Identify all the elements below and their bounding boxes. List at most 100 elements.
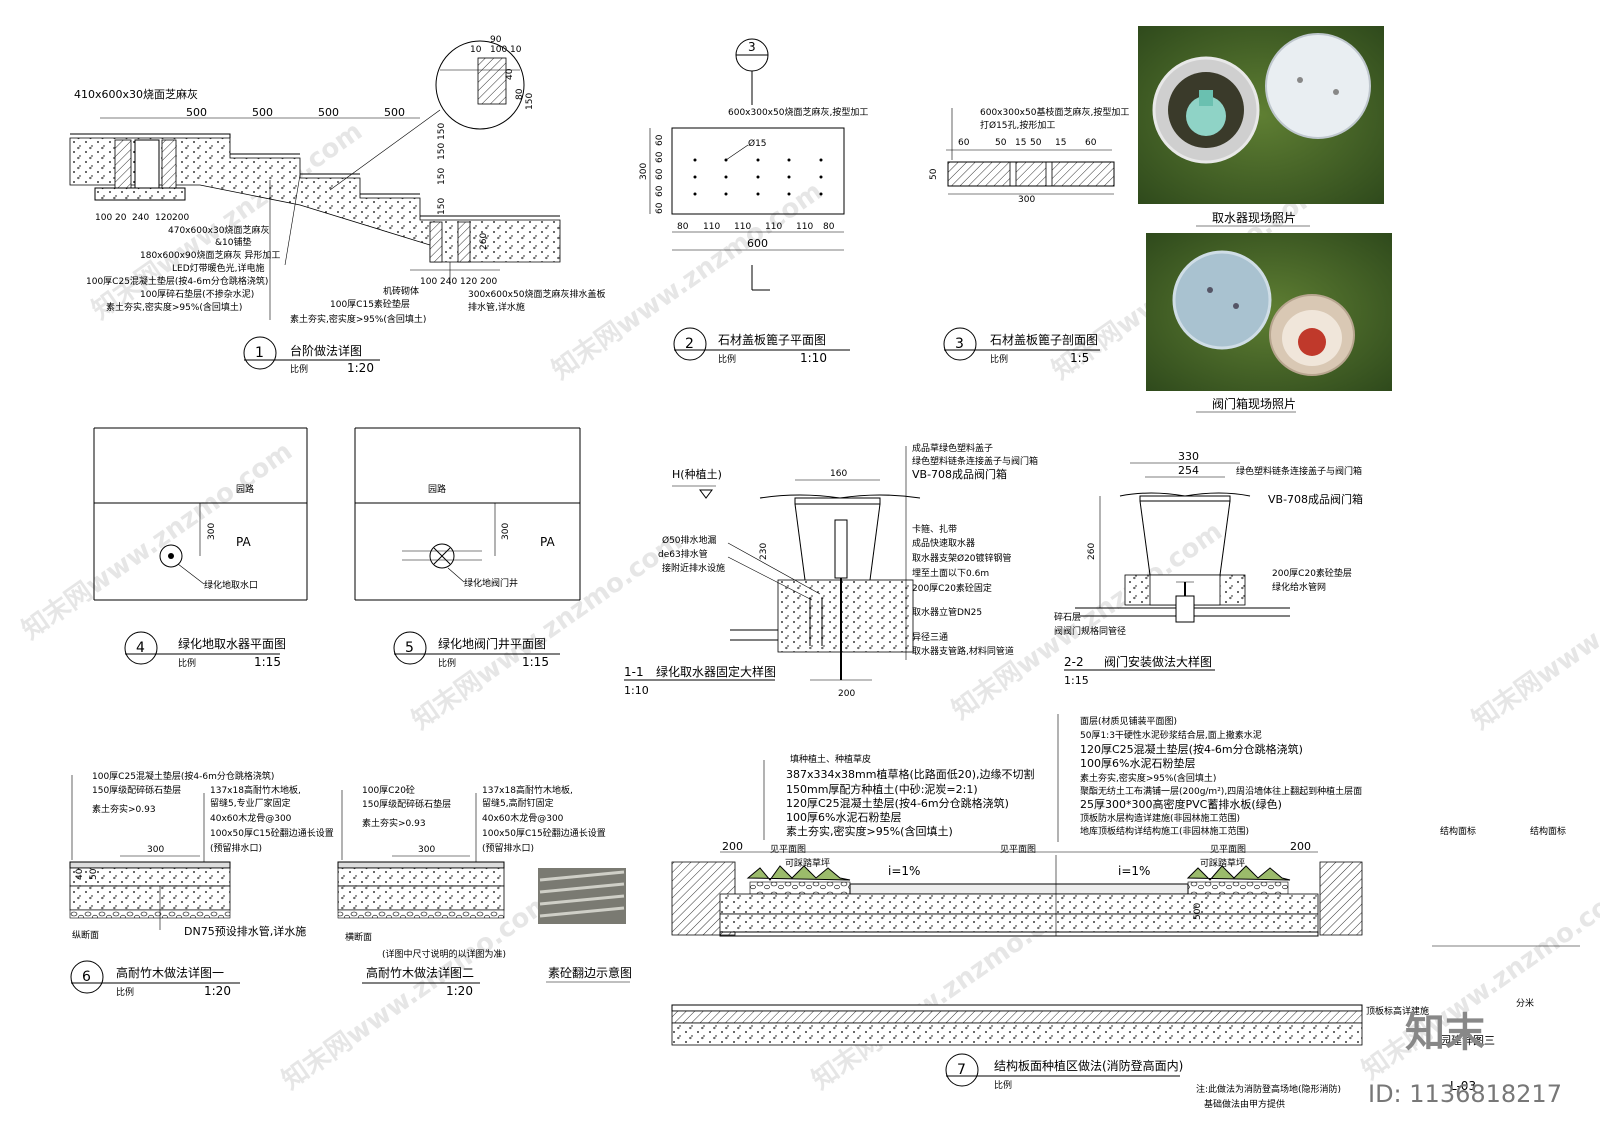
- d6-note-r: 100x50厚C15砼翻边通长设置: [210, 827, 334, 839]
- photo-valve-box: 阀门箱现场照片: [1146, 233, 1392, 413]
- d2-dim-h: 110: [703, 222, 720, 232]
- d7-scale-label: 比例: [994, 1079, 1012, 1091]
- d1-note: 470x600x30烧面芝麻灰: [168, 224, 269, 236]
- d1-dim: 260: [479, 233, 489, 250]
- d11-label: 绿色塑料链条连接盖子与阀门箱: [912, 455, 1038, 467]
- d6b-note-r: 40x60木龙骨@300: [482, 812, 564, 824]
- d1-dim: 40: [505, 68, 515, 80]
- d7-note-r: 100厚6%水泥石粉垫层: [1080, 756, 1195, 770]
- d1-dim: 80: [515, 88, 525, 100]
- d6-note-r: 40x60木龙骨@300: [210, 812, 292, 824]
- d3-title: 石材盖板篦子剖面图: [990, 332, 1098, 347]
- d11-number: 1-1: [624, 665, 644, 679]
- brand-id: ID: 1136818217: [1368, 1080, 1562, 1108]
- d1-note: 180x600x90烧面芝麻灰 异形加工: [140, 249, 280, 261]
- d1-note: 机砖砌体: [383, 285, 419, 297]
- detail-6-bamboo-1: 100厚C25混凝土垫层(按4-6m分仓跳格浇筑) 150厚级配碎砾石垫层 素土…: [69, 770, 334, 998]
- d2-dim-v: 60: [655, 134, 665, 146]
- d22-title: 阀门安装做法大样图: [1104, 654, 1212, 669]
- d7-slope: i=1%: [1118, 864, 1150, 878]
- d6-note-r: 137x18高耐竹木地板,: [210, 784, 301, 796]
- detail-4-outlet-plan: 园路 300 PA 绿化地取水口 4 绿化地取水器平面图 比例 1:15: [93, 427, 308, 669]
- d1-dim: 150: [437, 198, 447, 215]
- d5-number: 5: [405, 640, 414, 656]
- d6b-note-r: 100x50厚C15砼翻边通长设置: [482, 827, 606, 839]
- d7-note-r: 50厚1:3干硬性水泥砂浆结合层,面上撒素水泥: [1080, 729, 1262, 741]
- d6b-note-r: 留缝5,高耐钉固定: [482, 797, 554, 809]
- d22-dim: 260: [1087, 543, 1097, 560]
- d1-note: &10铺垫: [215, 236, 251, 248]
- d1-dim: 500: [318, 106, 339, 119]
- d3-dim: 15: [1015, 138, 1026, 148]
- d1-dim: 500: [384, 106, 405, 119]
- d2-dim-h: 110: [734, 222, 751, 232]
- detail-5-valve-plan: 园路 300 PA 绿化地阀门井 5 绿化地阀门井平面图 比例 1:15: [354, 427, 581, 669]
- d1-note: 100厚碎石垫层(不掺杂水泥): [140, 288, 254, 300]
- watermark: 知末网www.znzmo.com: [17, 436, 298, 645]
- d7-dim-v: 500: [1193, 903, 1203, 920]
- d2-dim-v: 60: [655, 151, 665, 163]
- d7-road: 见平面图: [1000, 844, 1036, 855]
- d22-scale: 1:15: [1064, 674, 1089, 687]
- d7-grass: 可踩踏草坪: [785, 857, 830, 869]
- d1-dim: 200: [480, 277, 497, 287]
- d6-dim: 300: [147, 845, 164, 855]
- d7-road: 见平面图: [1210, 844, 1246, 855]
- d5-label: 绿化地阀门井: [464, 577, 518, 589]
- d11-scale: 1:10: [624, 684, 649, 697]
- d7-note-l: 120厚C25混凝土垫层(按4-6m分仓跳格浇筑): [786, 796, 1009, 810]
- d7-note-l: 150mm厚配方种植土(中砂:泥炭=2:1): [786, 782, 978, 796]
- d3-dim: 15: [1055, 138, 1066, 148]
- d4-label: 绿化地取水口: [204, 579, 258, 591]
- d6-pipe: DN75预设排水管,详水施: [184, 924, 306, 938]
- d6b-note-r: (预留排水口): [482, 842, 534, 854]
- d4-road: 园路: [236, 483, 254, 495]
- d5-road: 园路: [428, 483, 446, 495]
- watermark: 知末网www.znzmo.com: [1467, 526, 1600, 735]
- title-top: 结构面标: [1530, 825, 1566, 837]
- d1-note: 100厚C25混凝土垫层(按4-6m分仓跳格浇筑): [86, 275, 268, 287]
- d11-label: 200厚C20素砼固定: [912, 582, 992, 594]
- d6b-side: 横断面: [345, 931, 372, 943]
- photo1-caption: 取水器现场照片: [1212, 211, 1296, 225]
- d7-note-r: 25厚300*300高密度PVC蓄排水板(绿色): [1080, 797, 1282, 811]
- d7-grass: 可踩踏草坪: [1200, 857, 1245, 869]
- d1-dim: 100: [420, 277, 437, 287]
- d11-label: 成品草绿色塑料盖子: [912, 442, 993, 454]
- d2-holes: [693, 158, 823, 196]
- d22-label: 200厚C20素砼垫层: [1272, 567, 1352, 579]
- d1-dim: 240: [440, 277, 457, 287]
- detail-7-planting-zone: 填种植土、种植草皮 387x334x38mm植草格(比路面低20),边缘不切割 …: [671, 714, 1429, 1110]
- d11-level: H(种植土): [672, 467, 722, 481]
- d1-dim: 150: [437, 168, 447, 185]
- d3-scale: 1:5: [1070, 351, 1089, 365]
- d3-note: 600x300x50基枝面芝麻灰,按型加工: [980, 106, 1129, 118]
- d7-note-r: 120厚C25混凝土垫层(按4-6m分仓跳格浇筑): [1080, 742, 1303, 756]
- d6b-title: 高耐竹木做法详图二: [366, 965, 474, 980]
- d7-note-l: 100厚6%水泥石粉垫层: [786, 810, 901, 824]
- d4-title: 绿化地取水器平面图: [178, 636, 286, 651]
- d6-side: 纵断面: [72, 929, 99, 941]
- d1-dim: 500: [252, 106, 273, 119]
- d2-hole-label: Ø15: [748, 138, 767, 149]
- d5-pa: PA: [540, 535, 555, 549]
- d1-dim: 100: [95, 213, 112, 223]
- d6-number: 6: [82, 969, 91, 985]
- d1-number: 1: [255, 345, 264, 361]
- d6b-dim: 300: [418, 845, 435, 855]
- d3-number: 3: [955, 336, 964, 352]
- d6-dim: 50: [89, 868, 99, 880]
- d6-note-r: (预留排水口): [210, 842, 262, 854]
- d2-note: 600x300x50烧面芝麻灰,按型加工: [728, 106, 868, 118]
- d6-scale: 1:20: [204, 984, 231, 998]
- d22-dim: 330: [1178, 450, 1199, 463]
- d1-note: 素土夯实,密实度>95%(含回填土): [106, 301, 242, 313]
- d1-note: 素土夯实,密实度>95%(含回填土): [290, 313, 426, 325]
- d6b-note-l: 素土夯实>0.93: [362, 817, 426, 829]
- d1-dim: 150: [437, 123, 447, 140]
- d11-label: 取水器立管DN25: [912, 606, 982, 618]
- d5-dim: 300: [501, 523, 511, 540]
- title-bottom: 园建详图三: [1440, 1033, 1495, 1047]
- d11-title: 绿化取水器固定大样图: [656, 664, 776, 679]
- d11-label: VB-708成品阀门箱: [912, 467, 1007, 481]
